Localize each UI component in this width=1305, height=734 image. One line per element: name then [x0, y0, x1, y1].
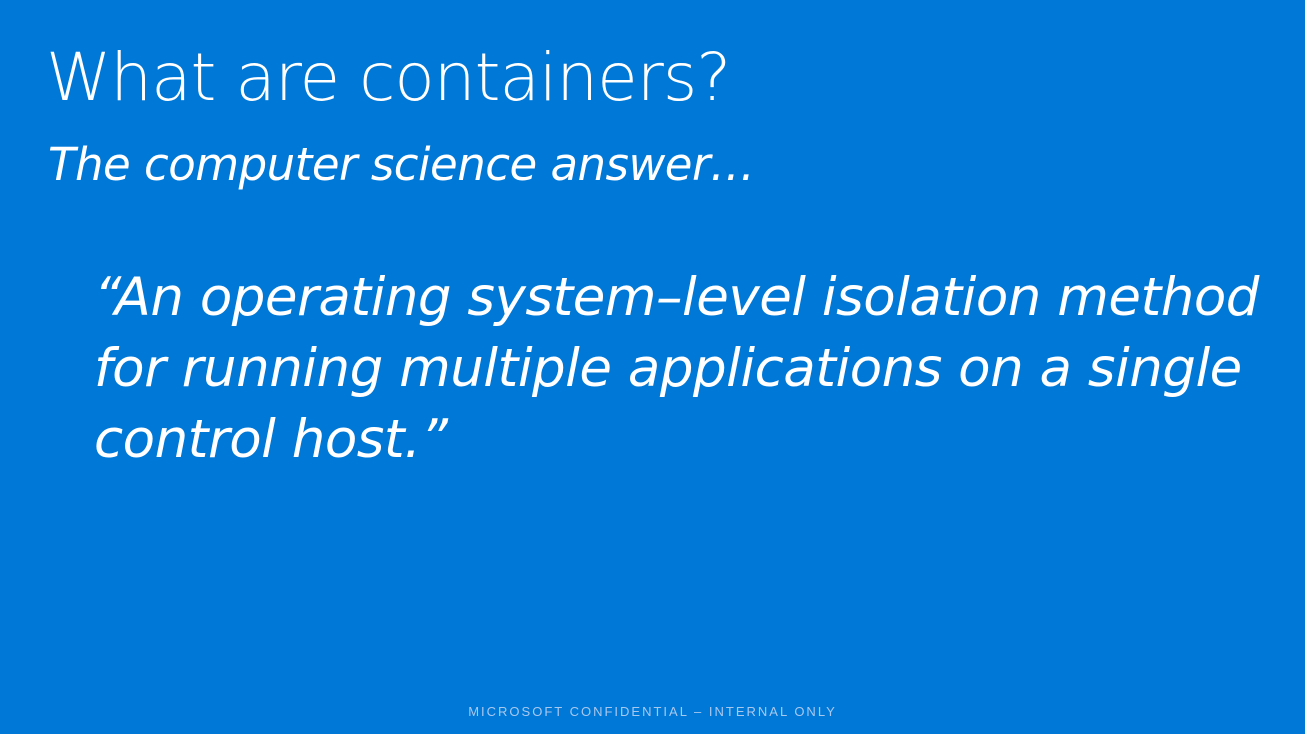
quote-line: for running multiple applications on a s… — [94, 338, 1242, 399]
quote-line: control host.” — [94, 409, 448, 470]
slide-subtitle: The computer science answer… — [48, 138, 755, 191]
definition-quote: “An operating system–level isolation met… — [94, 262, 1259, 475]
confidentiality-footer: MICROSOFT CONFIDENTIAL – INTERNAL ONLY — [468, 704, 837, 719]
slide-title: What are containers? — [46, 39, 731, 116]
quote-line: “An operating system–level isolation met… — [94, 267, 1259, 328]
